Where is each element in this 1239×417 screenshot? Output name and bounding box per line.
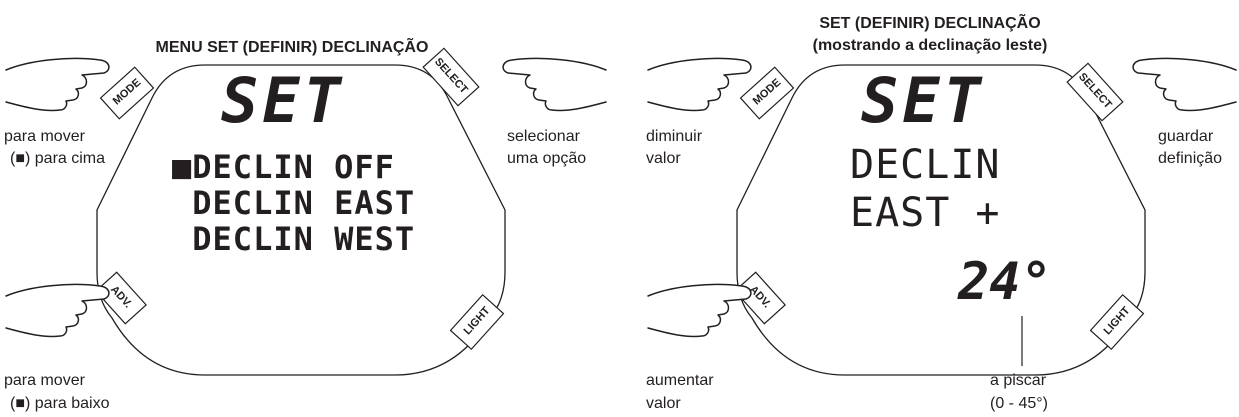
left-select-caption-line2: uma opção	[507, 150, 587, 167]
left-menu-item-declin-west[interactable]: DECLIN WEST	[172, 220, 416, 258]
right-adv-caption-line2: valor	[646, 395, 681, 412]
left-mode-caption-line1: para mover	[4, 128, 85, 145]
right-mode-caption-line1: diminuir	[646, 128, 703, 145]
left-mode-caption-line2: (■) para cima	[10, 150, 106, 167]
right-value-caption-line1: a piscar	[990, 372, 1047, 389]
left-menu-item-declin-east[interactable]: DECLIN EAST	[172, 184, 416, 222]
right-display-line2: EAST +	[850, 190, 1001, 236]
right-display-header: SET	[861, 64, 985, 137]
left-display-header: SET	[221, 64, 345, 137]
left-watch-face	[96, 64, 506, 376]
right-mode-button-tag	[739, 66, 795, 120]
right-watch-face	[736, 64, 1146, 376]
left-select-button-tag	[422, 47, 480, 107]
right-mode-caption-line2: valor	[646, 150, 681, 167]
left-select-caption-line1: selecionar	[507, 128, 580, 145]
left-adv-hand-icon	[5, 283, 110, 338]
right-select-button-tag	[1066, 62, 1124, 122]
left-select-hand-icon	[502, 57, 607, 112]
right-display-line1: DECLIN	[850, 142, 1001, 188]
right-adv-caption-line1: aumentar	[646, 372, 714, 389]
right-select-hand-icon	[1132, 57, 1237, 112]
right-value-caption-line2: (0 - 45°)	[990, 395, 1048, 412]
right-display-value[interactable]: 24°	[958, 252, 1052, 312]
left-adv-caption-line1: para mover	[4, 372, 85, 389]
left-mode-button-tag	[99, 66, 155, 120]
right-adv-button-tag	[734, 271, 786, 325]
right-adv-hand-icon	[647, 283, 752, 338]
left-light-button-tag	[449, 293, 505, 351]
right-panel-title-line2: (mostrando a declinação leste)	[812, 37, 1048, 54]
right-select-caption-line1: guardar	[1158, 128, 1214, 145]
right-panel-title-line1: SET (DEFINIR) DECLINAÇÃO	[819, 15, 1041, 32]
left-panel-title: MENU SET (DEFINIR) DECLINAÇÃO	[155, 39, 429, 56]
right-select-caption-line2: definição	[1158, 150, 1223, 167]
right-mode-hand-icon	[647, 57, 752, 112]
left-menu-item-declin-off[interactable]: ■DECLIN OFF	[172, 148, 395, 186]
left-adv-button-tag	[95, 271, 147, 325]
left-adv-caption-line2: (■) para baixo	[10, 395, 110, 412]
right-light-button-tag	[1089, 293, 1145, 351]
left-mode-hand-icon	[5, 57, 110, 112]
